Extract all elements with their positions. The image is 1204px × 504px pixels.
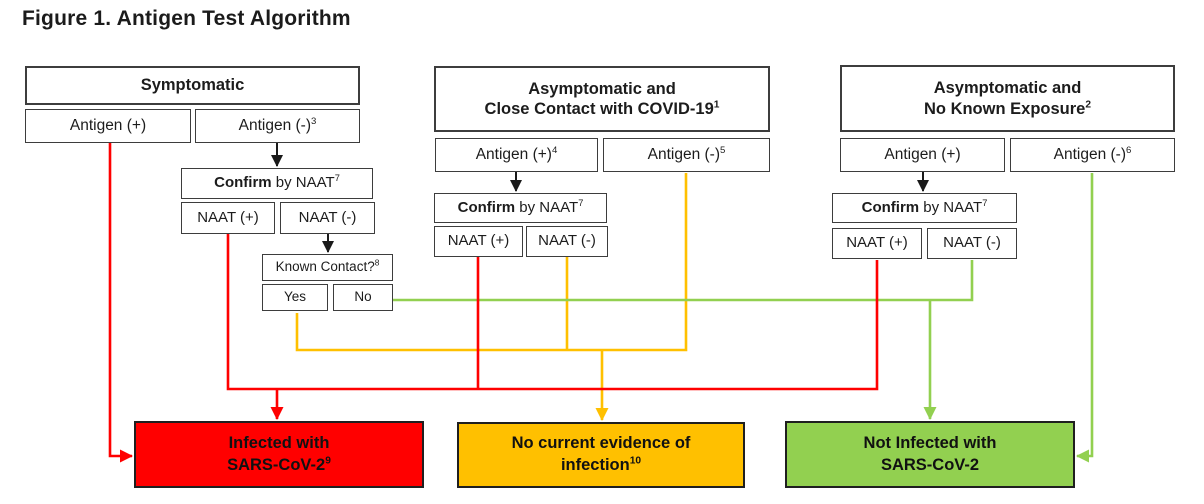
node-label: Antigen (-)6	[1053, 144, 1132, 163]
node-confirm-by-naat-col1: Confirm by NAAT7	[181, 168, 373, 199]
node-label: Confirm by NAAT7	[214, 173, 340, 192]
node-label: No	[354, 289, 372, 305]
node-label: NAAT (+)	[846, 234, 908, 252]
node-asymptomatic-no-exposure-header: Asymptomatic and No Known Exposure2	[840, 65, 1175, 132]
node-symptomatic-header: Symptomatic	[25, 66, 360, 105]
node-antigen-negative-symptomatic: Antigen (-)3	[195, 109, 360, 143]
outcome-no-current-evidence: No current evidence of infection10	[457, 422, 745, 488]
outcome-label-line1: No current evidence of	[511, 434, 691, 453]
node-antigen-positive-no-exposure: Antigen (+)	[840, 138, 1005, 172]
node-label: NAAT (-)	[943, 234, 1001, 252]
node-naat-negative-col3: NAAT (-)	[927, 228, 1017, 259]
node-label: Antigen (+)	[884, 145, 961, 163]
node-label: NAAT (-)	[298, 208, 357, 226]
node-label: Antigen (+)4	[475, 144, 558, 163]
node-confirm-by-naat-col2: Confirm by NAAT7	[434, 193, 607, 223]
outcome-label-line2: SARS-CoV-2	[880, 455, 980, 474]
node-known-contact: Known Contact?8	[262, 254, 393, 281]
node-naat-negative-col1: NAAT (-)	[280, 202, 375, 234]
outcome-label-line1: Not Infected with	[863, 433, 997, 452]
node-naat-positive-col3: NAAT (+)	[832, 228, 922, 259]
node-label: NAAT (+)	[197, 208, 259, 226]
node-label: NAAT (-)	[538, 232, 596, 250]
node-label-line1: Asymptomatic and	[528, 79, 676, 98]
node-label: Antigen (+)	[69, 116, 147, 134]
connector-green-antigen-neg6-into-not-infected-box	[1076, 173, 1094, 463]
outcome-not-infected: Not Infected with SARS-CoV-2	[785, 421, 1075, 488]
node-confirm-by-naat-col3: Confirm by NAAT7	[832, 193, 1017, 223]
node-label: Confirm by NAAT7	[861, 197, 988, 216]
node-naat-positive-col1: NAAT (+)	[181, 202, 275, 234]
node-naat-positive-col2: NAAT (+)	[434, 226, 523, 257]
outcome-label-line2: SARS-CoV-29	[227, 455, 331, 474]
node-known-contact-no: No	[333, 284, 393, 311]
node-antigen-positive-close-contact: Antigen (+)4	[435, 138, 598, 172]
node-label: Yes	[283, 289, 307, 305]
node-antigen-negative-close-contact: Antigen (-)5	[603, 138, 770, 172]
node-label: Known Contact?8	[275, 257, 380, 275]
node-label-line1: Asymptomatic and	[933, 79, 1082, 98]
node-label: Symptomatic	[140, 76, 245, 95]
connector-green-no-to-naat-neg-col3	[393, 260, 974, 302]
connector-red-antigen-pos-into-infected-box	[108, 143, 133, 463]
node-label: Antigen (-)5	[647, 144, 726, 163]
node-label: Confirm by NAAT7	[457, 197, 584, 216]
node-asymptomatic-close-contact-header: Asymptomatic and Close Contact with COVI…	[434, 66, 770, 132]
figure-title: Figure 1. Antigen Test Algorithm	[22, 7, 351, 30]
node-label: Antigen (-)3	[238, 115, 317, 134]
outcome-infected: Infected with SARS-CoV-29	[134, 421, 424, 488]
node-known-contact-yes: Yes	[262, 284, 328, 311]
node-antigen-negative-no-exposure: Antigen (-)6	[1010, 138, 1175, 172]
node-naat-negative-col2: NAAT (-)	[526, 226, 608, 257]
outcome-label-line1: Infected with	[228, 433, 330, 452]
outcome-label-line2: infection10	[560, 455, 642, 474]
node-label: NAAT (+)	[447, 232, 510, 250]
node-label-line2: Close Contact with COVID-191	[484, 99, 720, 118]
node-antigen-positive-symptomatic: Antigen (+)	[25, 109, 191, 143]
node-label-line2: No Known Exposure2	[923, 99, 1092, 118]
